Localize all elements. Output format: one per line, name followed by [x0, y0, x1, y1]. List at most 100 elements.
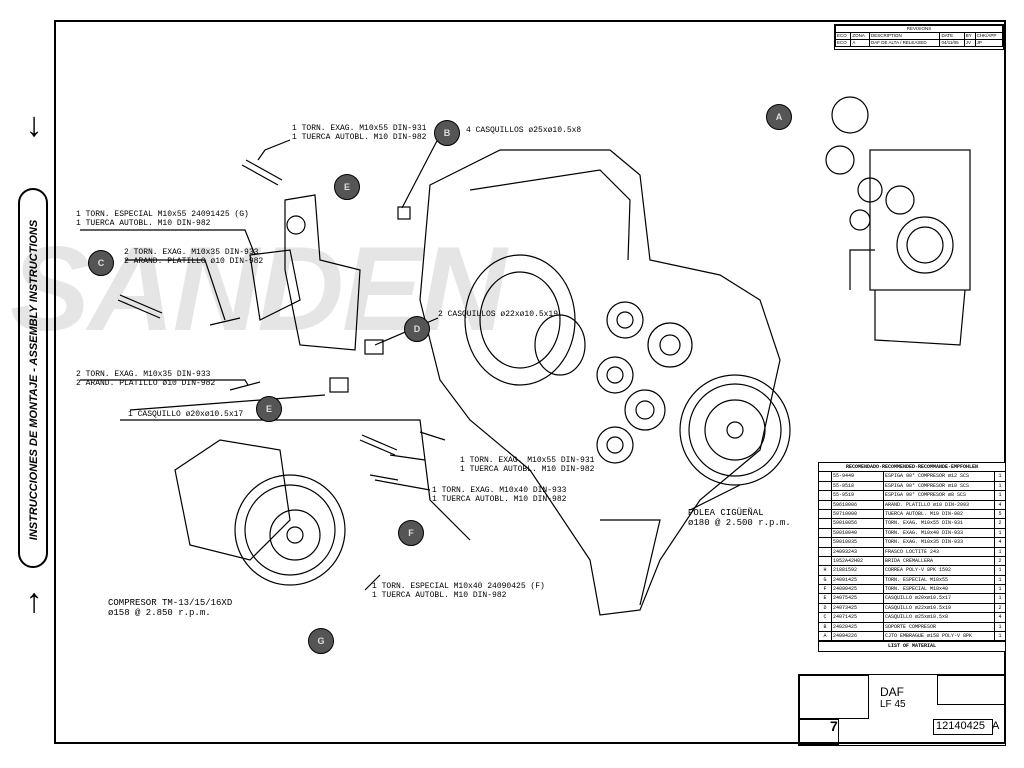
part-bubble: E [334, 174, 360, 200]
bom-part-number: 59010035 [832, 538, 884, 547]
revision-block: REVISIONS ECO ZONA DESCRIPTION DATE BY C… [834, 24, 1004, 50]
company-cell [937, 675, 1005, 705]
rev-cell: JV [963, 39, 976, 47]
bom-item-letter [819, 547, 832, 556]
bom-quantity: 2 [998, 557, 1002, 564]
callout-bolt-m10x55-lower: 1 TORN. EXAG. M10x55 DIN-931 1 TUERCA AU… [460, 456, 595, 474]
bom-part-number: 24091425 [832, 575, 884, 585]
bom-item-letter: B [819, 622, 832, 632]
bom-quantity: 4 [998, 539, 1002, 546]
bom-quantity: 5 [998, 510, 1002, 517]
bom-description: TUERCA AUTOBL. M10 DIN-982 [884, 509, 995, 519]
rev-cell: A [850, 39, 870, 47]
callout-bolt-m10x35-upper: 2 TORN. EXAG. M10x35 DIN-933 2 ARAND. PL… [124, 248, 264, 266]
revision-letter: A [992, 720, 1000, 732]
bom-description: ESPIGA 90° COMPRESOR ø12 SCS [884, 472, 995, 481]
part-bubble: B [434, 120, 460, 146]
rev-header: ECO [834, 32, 852, 40]
part-bubble: G [308, 628, 334, 654]
bom-item-letter: G [819, 575, 832, 585]
side-label-box [18, 188, 48, 568]
bom-description: TORN. EXAG. M10x35 DIN-933 [884, 538, 995, 547]
title-block [798, 674, 1006, 746]
sheet-number: 7 [830, 718, 838, 734]
bom-part-number: 24090425 [832, 585, 884, 594]
part-bubble: D [404, 316, 430, 342]
bom-part-number: 59010056 [832, 519, 884, 528]
bom-item-letter [819, 556, 832, 566]
bom-description: CASQUILLO ø22xø10.5x19 [884, 603, 995, 613]
bom-item-letter: E [819, 594, 832, 603]
bom-quantity: 2 [998, 520, 1002, 527]
arrow-up-icon: ↑ [25, 582, 43, 620]
bom-part-number: 55-9518 [832, 481, 884, 491]
bom-part-number: 24094226 [832, 632, 884, 641]
bom-item-letter: C [819, 613, 832, 622]
rev-header: DESCRIPTION [868, 32, 941, 40]
bom-quantity: 1 [998, 548, 1002, 555]
bom-item-letter [819, 491, 832, 500]
bom-part-number: 55-9519 [832, 491, 884, 500]
bom-part-number: 59010040 [832, 528, 884, 538]
revision-title: REVISIONS [835, 25, 1003, 33]
bom-description: TORN. EXAG. M10x55 DIN-931 [884, 519, 995, 528]
rev-cell: DAF DE ALTA / RELEASED [868, 39, 941, 47]
bom-part-number: 59610006 [832, 500, 884, 509]
callout-bolt-m10x40: 1 TORN. EXAG. M10x40 DIN-933 1 TUERCA AU… [432, 486, 567, 504]
rev-header: CHK/APP [974, 32, 1004, 40]
bom-quantity: 1 [998, 567, 1002, 574]
bom-part-number: 55-9449 [832, 472, 884, 481]
callout-special-bolt-f: 1 TORN. ESPECIAL M10x40 24090425 (F) 1 T… [372, 582, 545, 600]
bom-description: ESPIGA 90° COMPRESOR ø8 SCS [884, 491, 995, 500]
rev-header: ZONA [850, 32, 870, 40]
part-bubble: E [256, 396, 282, 422]
crank-pulley-label: POLEA CIGÜEÑAL ø180 @ 2.500 r.p.m. [688, 508, 791, 528]
brand-name: DAF [880, 685, 904, 699]
callout-bolt-m10x55: 1 TORN. EXAG. M10x55 DIN-931 1 TUERCA AU… [292, 124, 427, 142]
bom-item-letter [819, 519, 832, 528]
callout-bushings-22: 2 CASQUILLOS ø22xø10.5x19 [438, 310, 559, 319]
bom-item-letter [819, 538, 832, 547]
part-bubble: C [88, 250, 114, 276]
bom-quantity: 1 [998, 576, 1002, 583]
bom-description: TORN. ESPECIAL M10x40 [884, 585, 995, 594]
bom-description: SOPORTE COMPRESOR [884, 622, 995, 632]
rev-header: BY [963, 32, 976, 40]
bom-description: ESPIGA 90° COMPRESOR ø10 SCS [884, 481, 995, 491]
bom-quantity: 4 [998, 614, 1002, 621]
bom-part-number: 1052A42H02 [832, 556, 884, 566]
bom-description: CORREA POLY-V 8PK 1592 [884, 566, 995, 575]
bom-description: BRIDA CREMALLERA [884, 556, 995, 566]
drawing-number: 12140425 [936, 720, 985, 732]
bom-part-number: 24071425 [832, 613, 884, 622]
bom-description: CASQUILLO ø25xø10.5x8 [884, 613, 995, 622]
model-name: LF 45 [880, 699, 906, 710]
bom-item-letter [819, 472, 832, 481]
bom-quantity: 1 [998, 473, 1002, 480]
arrow-down-icon: ↓ [25, 106, 43, 144]
part-bubble: A [766, 104, 792, 130]
bom-quantity: 1 [998, 623, 1002, 630]
bom-part-number: 59710000 [832, 509, 884, 519]
rev-header: DATE [939, 32, 965, 40]
bom-quantity: 2 [998, 604, 1002, 611]
bom-part-number: 21881592 [832, 566, 884, 575]
callout-bolt-m10x35-lower: 2 TORN. EXAG. M10x35 DIN-933 2 ARAND. PL… [76, 370, 216, 388]
bom-item-letter: H [819, 566, 832, 575]
bom-part-number: 24093243 [832, 547, 884, 556]
callout-bushings-25: 4 CASQUILLOS ø25xø10.5x8 [466, 126, 582, 135]
bom-part-number: 24020425 [832, 622, 884, 632]
approval-cells [799, 675, 869, 719]
bom-description: CASQUILLO ø20xø10.5x17 [884, 594, 995, 603]
